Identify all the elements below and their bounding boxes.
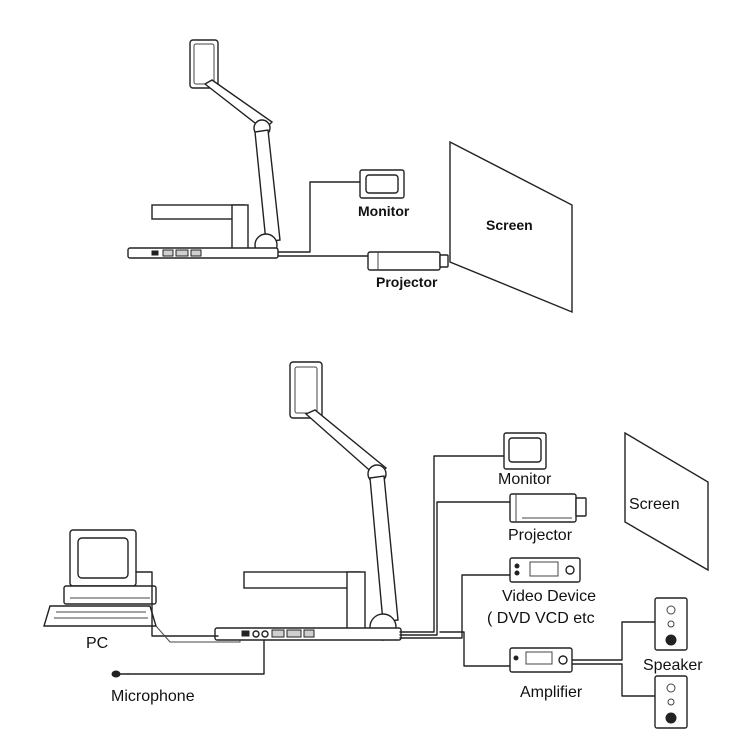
bottom-projector: [509, 493, 587, 523]
top-projector: [367, 251, 449, 271]
cable-video-device: [399, 574, 511, 639]
top-monitor: [359, 169, 405, 199]
bottom-monitor-label: Monitor: [498, 471, 552, 488]
cable-pc: [135, 571, 219, 637]
cable-projector: [399, 501, 511, 636]
cable-speaker-top: [571, 621, 656, 661]
pc-label: PC: [86, 635, 109, 652]
cable-microphone: [127, 639, 265, 675]
bottom-screen: [624, 431, 709, 572]
top-projector-label: Projector: [376, 274, 438, 290]
microphone: [111, 670, 129, 678]
speaker-label: Speaker: [643, 657, 703, 674]
cable-monitor: [399, 455, 506, 633]
cable-amplifier: [439, 631, 511, 667]
top-cable-monitor: [277, 181, 361, 253]
bottom-document-camera: [214, 361, 402, 641]
bottom-projector-label: Projector: [508, 527, 573, 544]
bottom-screen-label: Screen: [629, 496, 680, 513]
video-device-sublabel: ( DVD VCD etc: [487, 610, 595, 627]
top-document-camera: [127, 39, 281, 259]
top-screen-label: Screen: [486, 217, 533, 233]
cable-speaker-bottom: [571, 663, 656, 697]
speaker-top: [654, 597, 688, 651]
amplifier-label: Amplifier: [520, 684, 583, 701]
pc: [43, 529, 157, 627]
cable-pc-2: [155, 625, 241, 643]
microphone-label: Microphone: [111, 688, 195, 705]
video-device-label: Video Device: [502, 588, 596, 605]
top-monitor-label: Monitor: [358, 203, 410, 219]
bottom-monitor: [503, 432, 547, 470]
video-device: [509, 557, 581, 583]
top-screen: [449, 140, 573, 314]
speaker-bottom: [654, 675, 688, 729]
amplifier: [509, 647, 573, 673]
